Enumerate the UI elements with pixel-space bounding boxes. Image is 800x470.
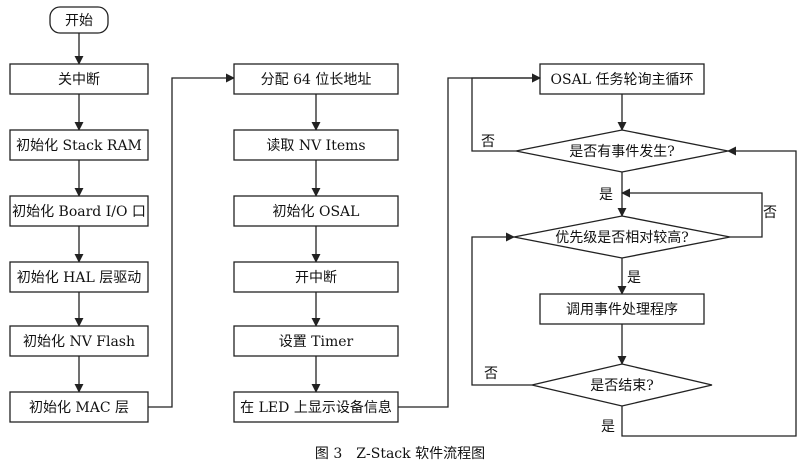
figure-caption: 图 3 Z-Stack 软件流程图 bbox=[315, 446, 485, 462]
priority-yes-label: 是 bbox=[627, 270, 641, 286]
c1-step-1-box bbox=[9, 63, 149, 95]
c1-step-3-box bbox=[9, 195, 149, 227]
handler-box bbox=[539, 293, 705, 325]
priority-no-label: 否 bbox=[763, 205, 777, 221]
arrow-event-no bbox=[471, 73, 541, 152]
c2-step-4-label: 开中断 bbox=[295, 270, 337, 286]
c1-step-5-box bbox=[9, 325, 149, 357]
c2-step-3-label: 初始化 OSAL bbox=[273, 203, 360, 220]
event-decision-label: 是否有事件发生? bbox=[569, 144, 675, 160]
start-label: 开始 bbox=[65, 13, 93, 29]
arrow-end-no bbox=[471, 232, 532, 386]
c2-step-4-box bbox=[233, 261, 399, 293]
arrow-col1-to-col2 bbox=[148, 73, 235, 408]
c2-step-6-label: 在 LED 上显示设备信息 bbox=[240, 399, 392, 416]
c2-step-1-box bbox=[233, 63, 399, 95]
priority-decision-label: 优先级是否相对较高? bbox=[555, 229, 689, 246]
arrow-priority-no bbox=[621, 188, 763, 238]
c2-step-6-box bbox=[233, 391, 399, 423]
c1-step-4-label: 初始化 HAL 层驱动 bbox=[17, 269, 142, 286]
c2-step-2-label: 读取 NV Items bbox=[266, 137, 365, 154]
c1-step-6-box bbox=[9, 391, 149, 423]
c2-step-5-label: 设置 Timer bbox=[279, 334, 354, 350]
end-no-label: 否 bbox=[484, 366, 498, 382]
arrow-end-yes bbox=[621, 146, 797, 437]
main-loop-label: OSAL 任务轮询主循环 bbox=[551, 72, 694, 88]
c1-step-5-label: 初始化 NV Flash bbox=[23, 333, 135, 350]
c1-step-2-label: 初始化 Stack RAM bbox=[16, 137, 142, 154]
c2-step-1-label: 分配 64 位长地址 bbox=[261, 72, 372, 88]
c2-step-5-box bbox=[233, 325, 399, 357]
handler-label: 调用事件处理程序 bbox=[566, 302, 678, 318]
c2-step-3-box bbox=[233, 195, 399, 227]
event-no-label: 否 bbox=[481, 134, 495, 150]
event-yes-label: 是 bbox=[599, 187, 613, 203]
end-yes-label: 是 bbox=[601, 419, 615, 435]
c1-step-1-label: 关中断 bbox=[58, 72, 100, 88]
c1-step-6-label: 初始化 MAC 层 bbox=[29, 399, 129, 416]
c1-step-3-label: 初始化 Board I/O 口 bbox=[12, 203, 146, 220]
arrow-col2-to-col3 bbox=[398, 73, 541, 408]
end-decision-label: 是否结束? bbox=[590, 378, 654, 394]
